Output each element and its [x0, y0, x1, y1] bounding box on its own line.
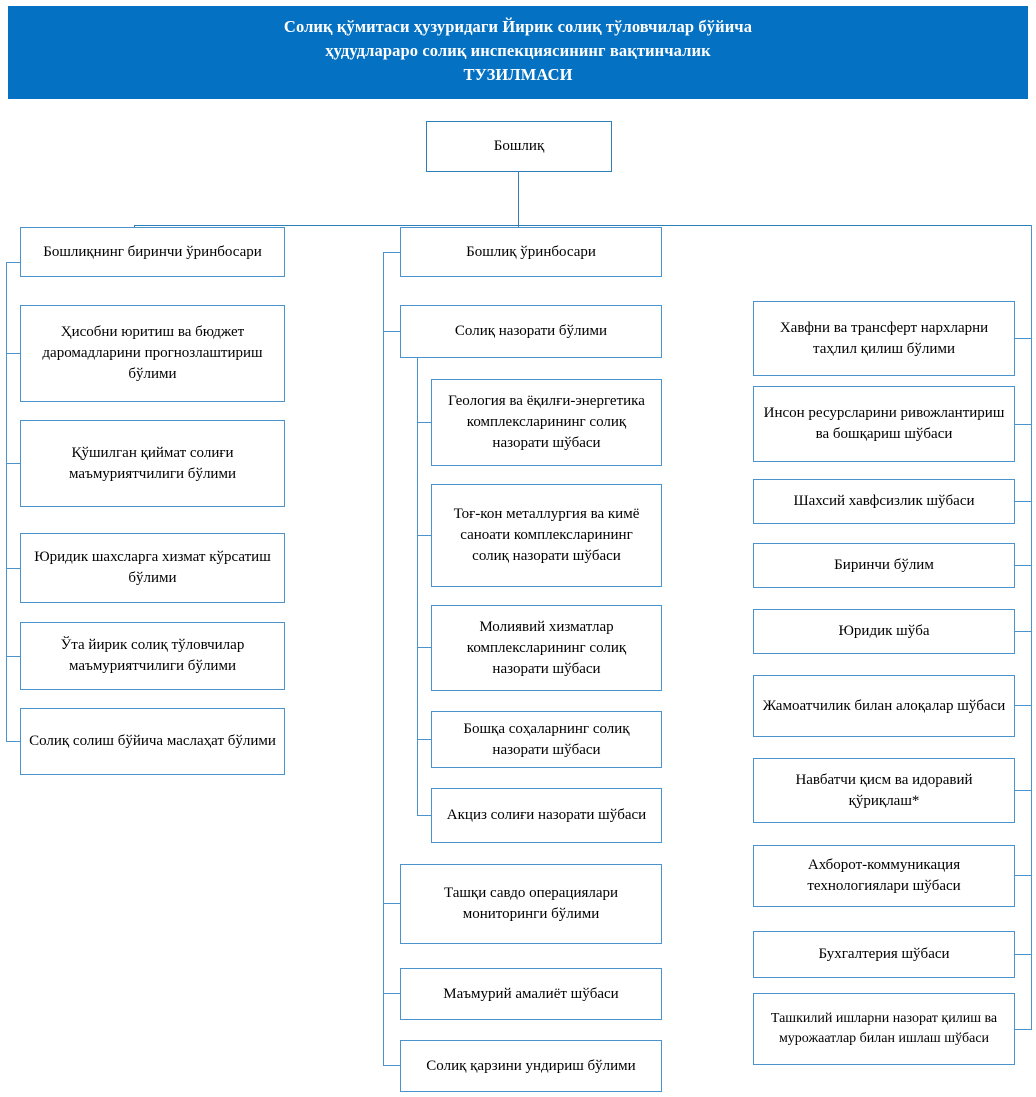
page-title-line-2: ҳудудлараро солиқ инспекциясининг вақтин…: [325, 40, 711, 60]
node-label: Жамоатчилик билан алоқалар шўбаси: [762, 697, 1006, 714]
connector-middle-sub-stub-4: [417, 739, 431, 741]
node-root-boshliq[interactable]: Бошлиқ: [426, 121, 612, 172]
node-label: Солиқ назорати бўлими: [454, 323, 608, 339]
node-label: Ташқи савдо операциялари мониторинги бўл…: [443, 885, 619, 922]
connector-left-stub-4: [6, 656, 20, 658]
node-label: Бошлиқнинг биринчи ўринбосари: [43, 243, 262, 260]
node-label: Ҳисобни юритиш ва бюджет даромадларини п…: [42, 324, 263, 382]
connector-right-stub-7: [1015, 790, 1032, 792]
node-label: Шахсий хавфсизлик шўбаси: [793, 493, 975, 509]
node-middle-child-1[interactable]: Солиқ назорати бўлими: [400, 305, 662, 358]
node-label: Акциз солиғи назорати шўбаси: [446, 807, 647, 823]
node-middle-sub-2[interactable]: Тоғ-кон металлургия ва кимё саноати комп…: [431, 484, 662, 587]
node-left-child-3[interactable]: Юридик шахсларга хизмат кўрсатиш бўлими: [20, 533, 285, 603]
node-middle-child-3[interactable]: Маъмурий амалиёт шўбаси: [400, 968, 662, 1020]
connector-middle-branch-spine: [383, 252, 385, 1065]
node-right-child-5[interactable]: Юридик шўба: [753, 609, 1015, 654]
node-right-child-4[interactable]: Биринчи бўлим: [753, 543, 1015, 588]
node-right-child-9[interactable]: Бухгалтерия шўбаси: [753, 931, 1015, 978]
connector-middle-sub-stub-5: [417, 815, 431, 817]
connector-right-stub-2: [1015, 424, 1032, 426]
connector-right-stub-8: [1015, 875, 1032, 877]
node-left-child-2[interactable]: Қўшилган қиймат солиғи маъмуриятчилиги б…: [20, 420, 285, 507]
node-right-child-1[interactable]: Хавфни ва трансферт нархларни таҳлил қил…: [753, 301, 1015, 376]
node-label: Маъмурий амалиёт шўбаси: [443, 985, 619, 1002]
connector-middle-sub-stub-1: [417, 422, 431, 424]
node-label: Тоғ-кон металлургия ва кимё саноати комп…: [453, 506, 640, 564]
node-left-child-5[interactable]: Солиқ солиш бўйича маслаҳат бўлими: [20, 708, 285, 775]
node-label: Бошлиқ: [493, 138, 545, 154]
connector-middle-stub-1: [383, 331, 400, 333]
node-middle-sub-3[interactable]: Молиявий хизматлар комплексларининг соли…: [431, 605, 662, 691]
connector-right-stub-3: [1015, 501, 1032, 503]
connector-left-stub-5: [6, 741, 20, 743]
connector-middle-stub-4: [383, 1065, 400, 1067]
node-label: Ташкилий ишларни назорат қилиш ва мурожа…: [770, 1011, 998, 1046]
connector-right-spine: [1031, 225, 1033, 1030]
node-middle-sub-1[interactable]: Геология ва ёқилғи-энергетика комплексла…: [431, 379, 662, 466]
node-right-child-6[interactable]: Жамоатчилик билан алоқалар шўбаси: [753, 675, 1015, 737]
node-right-child-2[interactable]: Инсон ресурсларини ривожлантириш ва бошқ…: [753, 386, 1015, 462]
connector-right-stub-6: [1015, 705, 1032, 707]
node-left-child-1[interactable]: Ҳисобни юритиш ва бюджет даромадларини п…: [20, 305, 285, 402]
node-label: Биринчи бўлим: [834, 557, 934, 573]
node-label: Қўшилган қиймат солиғи маъмуриятчилиги б…: [69, 444, 236, 482]
node-middle-child-4[interactable]: Солиқ қарзини ундириш бўлими: [400, 1040, 662, 1092]
node-label: Бошқа соҳаларнинг солиқ назорати шўбаси: [463, 720, 630, 758]
connector-right-stub-1: [1015, 338, 1032, 340]
connector-root-stem: [518, 172, 520, 225]
node-label: Бошлиқ ўринбосари: [466, 243, 596, 260]
node-label: Навбатчи қисм ва идоравий қўриқлаш*: [795, 771, 973, 809]
node-middle-child-2[interactable]: Ташқи савдо операциялари мониторинги бўл…: [400, 864, 662, 944]
node-label: Солиқ қарзини ундириш бўлими: [426, 1057, 636, 1074]
node-left-head[interactable]: Бошлиқнинг биринчи ўринбосари: [20, 227, 285, 277]
node-label: Инсон ресурсларини ривожлантириш ва бошқ…: [763, 405, 1005, 442]
connector-right-stub-10: [1015, 1029, 1032, 1031]
connector-middle-sub-stub-2: [417, 535, 431, 537]
node-label: Юридик шахсларга хизмат кўрсатиш бўлими: [34, 549, 271, 586]
page-title-line-1: Солиқ қўмитаси ҳузуридаги Йирик солиқ тў…: [283, 16, 753, 36]
connector-middle-sub-spine: [417, 358, 419, 815]
node-middle-head[interactable]: Бошлиқ ўринбосари: [400, 227, 662, 277]
connector-middle-stub-head: [383, 252, 400, 254]
page-title-line-3: ТУЗИЛМАСИ: [463, 64, 573, 84]
connector-middle-stub-2: [383, 903, 400, 905]
node-label: Бухгалтерия шўбаси: [818, 946, 950, 962]
connector-left-stub-head: [6, 262, 20, 264]
connector-top-bus: [134, 225, 1032, 227]
node-label: Ўта йирик солиқ тўловчилар маъмуриятчили…: [60, 637, 245, 674]
connector-right-stub-9: [1015, 954, 1032, 956]
node-label: Ахборот-коммуникация технологиялари шўба…: [807, 857, 961, 894]
node-right-child-10[interactable]: Ташкилий ишларни назорат қилиш ва мурожа…: [753, 993, 1015, 1065]
connector-middle-sub-stub-3: [417, 647, 431, 649]
connector-left-stub-3: [6, 568, 20, 570]
connector-right-stub-4: [1015, 565, 1032, 567]
node-label: Геология ва ёқилғи-энергетика комплексла…: [448, 393, 645, 451]
connector-left-stub-1: [6, 353, 20, 355]
node-middle-sub-4[interactable]: Бошқа соҳаларнинг солиқ назорати шўбаси: [431, 711, 662, 768]
node-right-child-8[interactable]: Ахборот-коммуникация технологиялари шўба…: [753, 845, 1015, 907]
connector-left-stub-2: [6, 463, 20, 465]
page-title-banner: Солиқ қўмитаси ҳузуридаги Йирик солиқ тў…: [8, 6, 1028, 99]
node-label: Молиявий хизматлар комплексларининг соли…: [466, 618, 627, 677]
node-middle-sub-5[interactable]: Акциз солиғи назорати шўбаси: [431, 788, 662, 843]
node-label: Солиқ солиш бўйича маслаҳат бўлими: [29, 733, 276, 749]
node-right-child-3[interactable]: Шахсий хавфсизлик шўбаси: [753, 479, 1015, 524]
node-right-child-7[interactable]: Навбатчи қисм ва идоравий қўриқлаш*: [753, 758, 1015, 823]
node-left-child-4[interactable]: Ўта йирик солиқ тўловчилар маъмуриятчили…: [20, 622, 285, 690]
connector-left-branch-spine: [6, 262, 8, 741]
node-label: Хавфни ва трансферт нархларни таҳлил қил…: [779, 319, 989, 357]
connector-right-stub-5: [1015, 631, 1032, 633]
node-label: Юридик шўба: [838, 623, 930, 639]
connector-middle-stub-3: [383, 993, 400, 995]
